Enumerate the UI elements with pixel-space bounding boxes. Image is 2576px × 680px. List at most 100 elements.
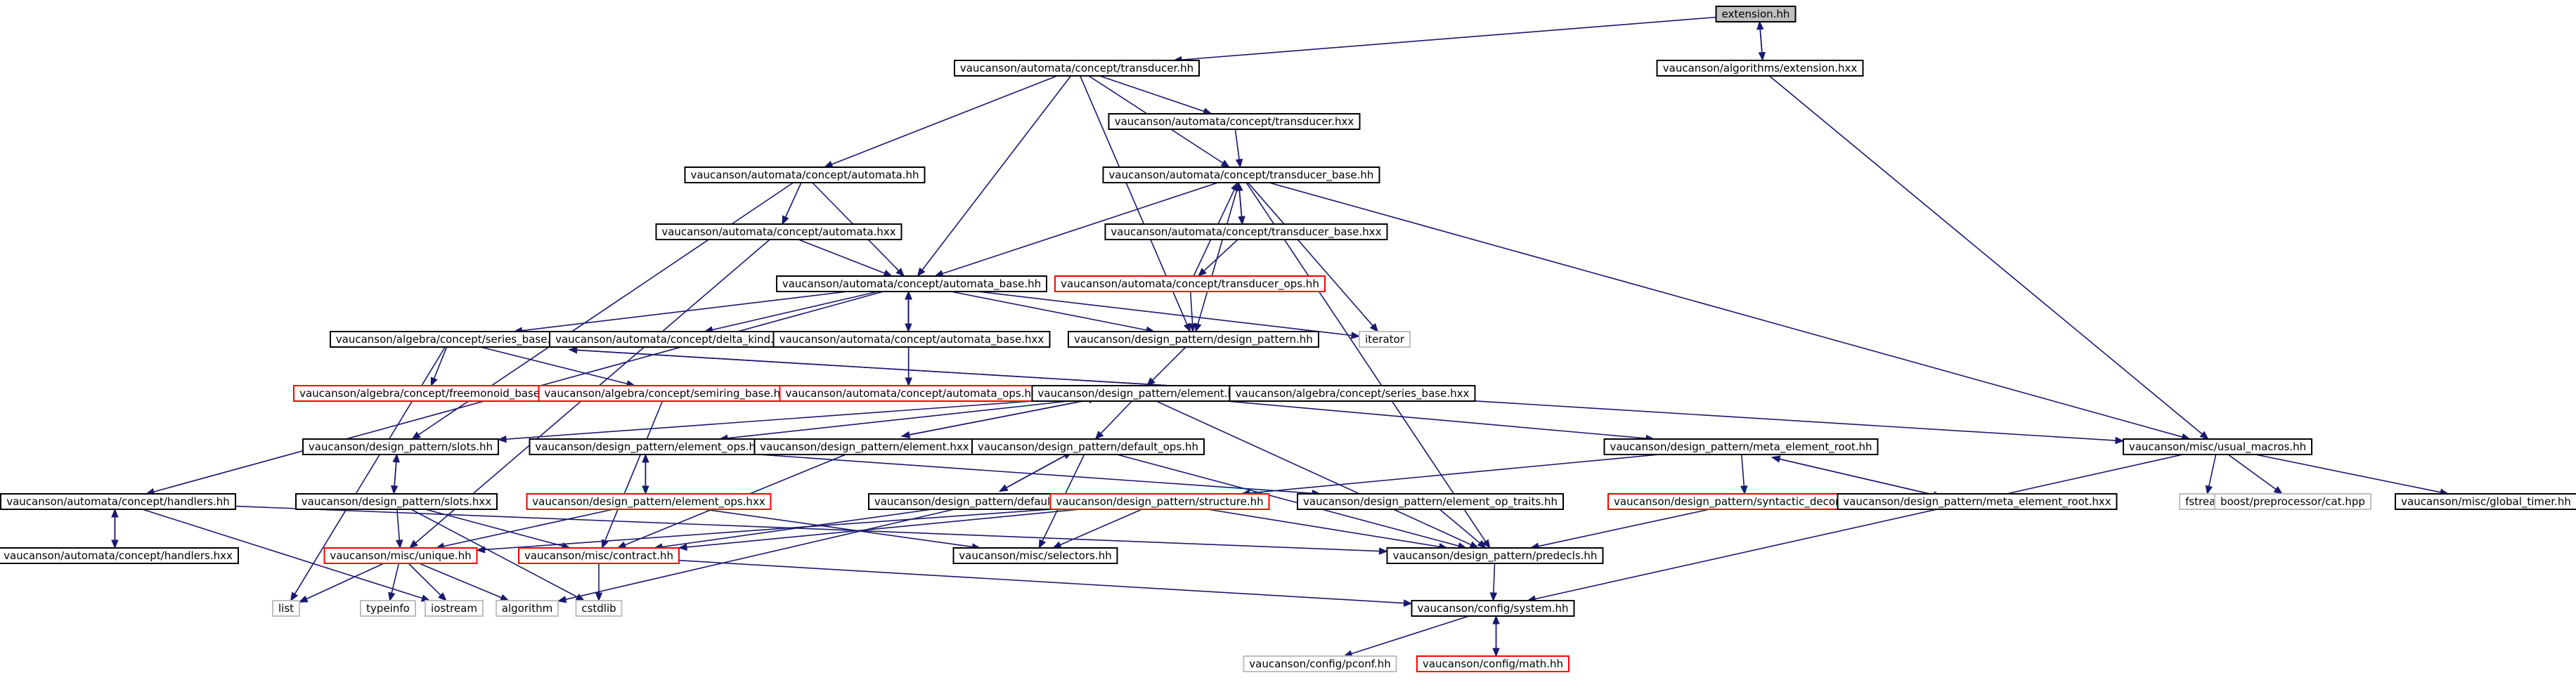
node-slots_hxx[interactable]: vaucanson/design_pattern/slots.hxx	[295, 493, 498, 510]
node-label: vaucanson/automata/concept/transducer_ba…	[1109, 169, 1374, 182]
node-label: vaucanson/algebra/concept/series_base.hh	[336, 333, 564, 346]
node-meta_element_root_hxx[interactable]: vaucanson/design_pattern/meta_element_ro…	[1837, 493, 2118, 510]
node-transducer_base_hxx[interactable]: vaucanson/automata/concept/transducer_ba…	[1104, 223, 1388, 240]
edge-line	[1768, 75, 2203, 435]
edge-line	[758, 454, 1313, 495]
node-math_hh[interactable]: vaucanson/config/math.hh	[1416, 655, 1569, 672]
node-list: list	[272, 600, 300, 617]
edge-arrowhead	[430, 377, 438, 387]
node-automata_hh[interactable]: vaucanson/automata/concept/automata.hh	[684, 166, 926, 183]
node-label: vaucanson/algebra/concept/freemonoid_bas…	[299, 387, 557, 400]
node-semiring_base_hh[interactable]: vaucanson/algebra/concept/semiring_base.…	[538, 385, 794, 402]
node-box	[1104, 223, 1388, 240]
node-freemonoid_base_hh[interactable]: vaucanson/algebra/concept/freemonoid_bas…	[293, 385, 563, 402]
node-box	[1297, 493, 1564, 510]
edge-meta_element_root_hh-to-syntactic_decorator_hh	[1740, 454, 1748, 495]
edge-line	[901, 399, 1089, 437]
node-default_ops_hh[interactable]: vaucanson/design_pattern/default_ops.hh	[971, 438, 1205, 455]
node-box	[2395, 493, 2576, 510]
node-meta_element_root_hh[interactable]: vaucanson/design_pattern/meta_element_ro…	[1603, 438, 1879, 455]
node-structure_hh[interactable]: vaucanson/design_pattern/structure.hh	[1049, 493, 1270, 510]
node-automata_base_hh[interactable]: vaucanson/automata/concept/automata_base…	[776, 275, 1047, 292]
edge-slots_hxx-to-contract_hh	[425, 509, 571, 550]
edge-handlers_hxx-to-handlers_hh	[111, 508, 119, 548]
edge-arrowhead	[1197, 268, 1207, 277]
edge-line	[2255, 454, 2441, 493]
edge-structure_hh-to-predecls_hh	[1208, 509, 1449, 551]
node-label: vaucanson/automata/concept/transducer_op…	[1061, 277, 1319, 291]
node-typeinfo: typeinfo	[360, 600, 416, 617]
node-element_ops_hxx[interactable]: vaucanson/design_pattern/element_ops.hxx	[526, 493, 772, 510]
node-label: vaucanson/design_pattern/element_ops.hxx	[532, 495, 765, 509]
edge-arrowhead	[568, 346, 578, 354]
node-usual_macros_hh[interactable]: vaucanson/misc/usual_macros.hh	[2123, 438, 2312, 455]
edge-line	[727, 400, 1069, 439]
node-label: boost/preprocessor/cat.hpp	[2220, 495, 2365, 508]
node-series_base_hxx[interactable]: vaucanson/algebra/concept/series_base.hx…	[1229, 385, 1476, 402]
node-design_pattern_hh[interactable]: vaucanson/design_pattern/design_pattern.…	[1068, 331, 1319, 348]
node-automata_ops_hh[interactable]: vaucanson/automata/concept/automata_ops.…	[779, 385, 1044, 402]
node-element_op_traits_hh[interactable]: vaucanson/design_pattern/element_op_trai…	[1297, 493, 1564, 510]
node-label: vaucanson/design_pattern/design_pattern.…	[1074, 333, 1313, 346]
edge-line	[1759, 29, 1763, 60]
node-label: vaucanson/design_pattern/predecls.hh	[1393, 549, 1598, 563]
edge-arrowhead	[392, 453, 400, 463]
node-default_ops_hxx[interactable]: vaucanson/design_pattern/default_ops.hxx	[868, 493, 1107, 510]
node-transducer_ops_hh[interactable]: vaucanson/automata/concept/transducer_op…	[1054, 275, 1326, 292]
edge-arrowhead	[1350, 332, 1361, 339]
edge-usual_macros_hh-to-global_timer_hh	[2255, 454, 2449, 496]
node-unique_hh[interactable]: vaucanson/misc/unique.hh	[323, 547, 478, 564]
edge-arrowhead	[1220, 159, 1231, 168]
node-transducer_hxx[interactable]: vaucanson/automata/concept/transducer.hx…	[1108, 113, 1361, 130]
node-algo_extension_hxx[interactable]: vaucanson/algorithms/extension.hxx	[1656, 60, 1864, 77]
node-transducer_base_hh[interactable]: vaucanson/automata/concept/transducer_ba…	[1102, 166, 1380, 183]
node-extension_hh[interactable]: extension.hh	[1715, 6, 1797, 22]
node-automata_base_hxx[interactable]: vaucanson/automata/concept/automata_base…	[772, 331, 1051, 348]
node-contract_hh[interactable]: vaucanson/misc/contract.hh	[518, 547, 680, 564]
edge-arrowhead	[1756, 20, 1764, 30]
edge-transducer_base_hh-to-design_pattern_hh	[1194, 182, 1240, 333]
edge-line	[1538, 509, 1710, 547]
edge-line	[505, 400, 1033, 440]
edge-arrowhead	[823, 160, 834, 168]
edge-arrowhead	[1492, 615, 1500, 625]
edge-line	[2227, 454, 2277, 490]
node-boost_cat: boost/preprocessor/cat.hpp	[2214, 493, 2371, 510]
node-transducer_hh[interactable]: vaucanson/automata/concept/transducer.hh	[954, 60, 1200, 77]
node-slots_hh[interactable]: vaucanson/design_pattern/slots.hh	[302, 438, 499, 455]
edge-usual_macros_hh-to-boost_cat	[2227, 454, 2283, 495]
node-label: vaucanson/design_pattern/default_ops.hh	[978, 440, 1198, 454]
node-label: vaucanson/design_pattern/element.hh	[1037, 387, 1241, 400]
edge-arrowhead	[499, 594, 510, 601]
node-delta_kind_hh[interactable]: vaucanson/automata/concept/delta_kind.hh	[549, 331, 794, 348]
node-element_hh[interactable]: vaucanson/design_pattern/element.hh	[1031, 385, 1248, 402]
edge-structure_hh-to-selectors_hh	[1052, 509, 1143, 549]
edge-line	[1116, 454, 1459, 547]
node-global_timer_hh[interactable]: vaucanson/misc/global_timer.hh	[2395, 493, 2576, 510]
node-series_base_hh[interactable]: vaucanson/algebra/concept/series_base.hh	[330, 331, 570, 348]
node-box	[971, 438, 1205, 455]
node-box	[526, 493, 772, 510]
edge-arrowhead	[1403, 599, 1413, 607]
node-label: vaucanson/automata/concept/transducer.hh	[960, 62, 1193, 74]
node-label: list	[278, 602, 294, 615]
edge-series_base_hxx-to-usual_macros_hh	[1475, 400, 2125, 445]
edge-series_base_hxx-to-series_base_hh	[568, 346, 1230, 390]
node-handlers_hxx[interactable]: vaucanson/automata/concept/handlers.hxx	[0, 547, 239, 564]
edge-arrowhead	[290, 591, 299, 602]
edge-handlers_hh-to-predecls_hh	[235, 505, 1388, 555]
node-system_hh[interactable]: vaucanson/config/system.hh	[1411, 600, 1575, 617]
edge-arrowhead	[595, 592, 603, 602]
node-element_hxx[interactable]: vaucanson/design_pattern/element.hxx	[753, 438, 976, 455]
node-handlers_hh[interactable]: vaucanson/automata/concept/handlers.hh	[0, 493, 236, 510]
node-automata_hxx[interactable]: vaucanson/automata/concept/automata.hxx	[655, 223, 902, 240]
node-element_ops_hh[interactable]: vaucanson/design_pattern/element_ops.hh	[529, 438, 769, 455]
edge-line	[686, 509, 1080, 548]
edge-arrowhead	[557, 596, 567, 603]
node-selectors_hh[interactable]: vaucanson/misc/selectors.hh	[952, 547, 1118, 564]
node-label: vaucanson/design_pattern/syntactic_decor…	[1614, 495, 1877, 509]
edge-element_ops_hh-to-element_op_traits_hh	[758, 454, 1321, 497]
edge-arrowhead	[111, 508, 119, 518]
edge-transducer_base_hh-to-predecls_hh	[1245, 182, 1491, 549]
node-predecls_hh[interactable]: vaucanson/design_pattern/predecls.hh	[1386, 547, 1604, 564]
